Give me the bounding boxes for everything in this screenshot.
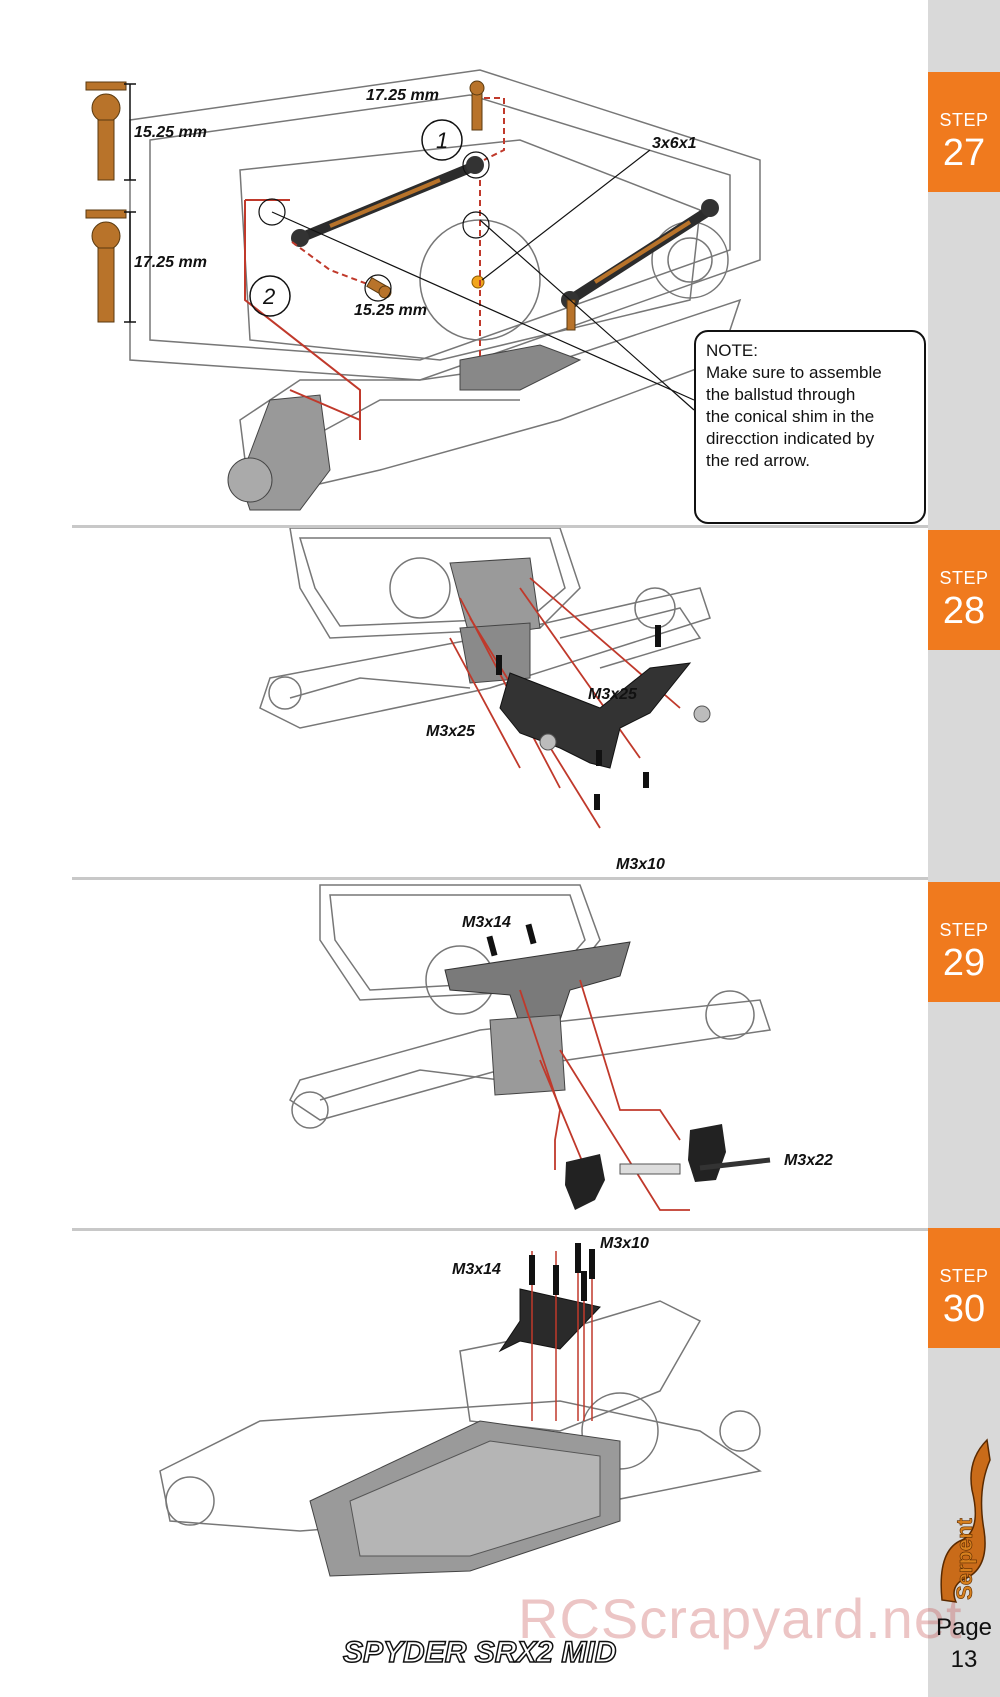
step-29-panel: M3x14 M3x22 (0, 880, 928, 1228)
model-logo-text: SPYDER SRX2 MID (343, 1636, 616, 1669)
note-line: the conical shim in the (706, 407, 875, 426)
screw-label: M3x10 (616, 856, 665, 873)
dimension-label: 17.25 mm (134, 254, 207, 271)
screw-label: M3x14 (462, 914, 511, 931)
screw-label: M3x14 (452, 1261, 501, 1278)
spyder-srx2-mid-logo: SPYDER SRX2 MID (342, 1635, 617, 1670)
step-27-tab: STEP 27 (928, 72, 1000, 192)
serpent-brand-logo: Serpent (940, 1438, 991, 1603)
dimension-label: 15.25 mm (354, 302, 427, 319)
step-29-tab: STEP 29 (928, 882, 1000, 1002)
step-29-illustration (289, 884, 771, 1211)
screw-label: M3x22 (784, 1152, 833, 1169)
step-30-tab: STEP 30 (928, 1228, 1000, 1348)
section-divider (72, 525, 928, 528)
sidebar (928, 0, 1000, 1697)
step-number: 28 (942, 590, 986, 632)
callout-number: 1 (436, 128, 449, 153)
note-text: NOTE: Make sure to assemble the ballstud… (706, 340, 920, 472)
step-28-illustration (259, 528, 711, 829)
step-number: 30 (942, 1288, 986, 1330)
shim-label: 3x6x1 (652, 135, 697, 152)
watermark: RCScrapyard.net (518, 1587, 963, 1650)
page-number: 13 (950, 1646, 978, 1673)
note-line: NOTE: (706, 341, 758, 360)
step-30-illustration (159, 1243, 762, 1577)
step-28-tab: STEP 28 (928, 530, 1000, 650)
section-divider (72, 1228, 928, 1231)
step-label: STEP (939, 920, 989, 940)
step-30-panel: M3x14 M3x10 (0, 1231, 928, 1697)
page-label: Page (935, 1614, 993, 1641)
screw-label: M3x25 (426, 723, 475, 740)
step-label: STEP (939, 1266, 989, 1286)
step-28-panel: M3x25 M3x25 M3x10 (0, 528, 928, 877)
step-number: 27 (942, 132, 986, 174)
note-box: NOTE: Make sure to assemble the ballstud… (694, 330, 926, 524)
note-line: the red arrow. (706, 451, 810, 470)
step-label: STEP (939, 110, 989, 130)
dimension-label: 15.25 mm (134, 124, 207, 141)
screw-label: M3x10 (600, 1235, 649, 1252)
screw-label: M3x25 (588, 686, 637, 703)
step-label: STEP (939, 568, 989, 588)
step-27-illustration (85, 69, 913, 524)
section-divider (72, 877, 928, 880)
brand-logo-text: Serpent (952, 1517, 977, 1600)
note-line: direcction indicated by (706, 429, 875, 448)
dimension-label: 17.25 mm (366, 87, 439, 104)
note-line: the ballstud through (706, 385, 856, 404)
step-number: 29 (942, 942, 986, 984)
callout-number: 2 (263, 284, 276, 309)
note-line: Make sure to assemble (706, 363, 882, 382)
step-27-panel: 17.25 mm 15.25 mm 17.25 mm 15.25 mm 3x6x… (0, 0, 928, 525)
